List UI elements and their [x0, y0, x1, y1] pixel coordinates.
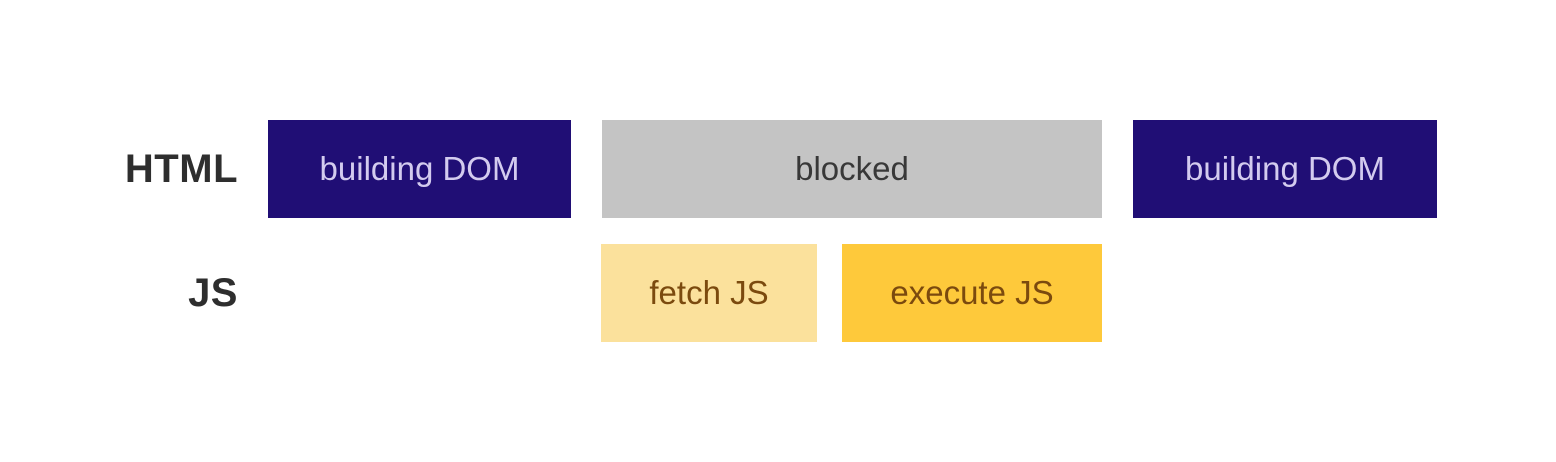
html-blocked-block: blocked: [602, 120, 1102, 218]
html-building-dom-block-right: building DOM: [1133, 120, 1437, 218]
row-label-js: JS: [188, 270, 238, 315]
js-fetch-block: fetch JS: [601, 244, 817, 342]
html-building-dom-block-left: building DOM: [268, 120, 571, 218]
js-execute-block: execute JS: [842, 244, 1102, 342]
row-label-html: HTML: [124, 146, 238, 191]
